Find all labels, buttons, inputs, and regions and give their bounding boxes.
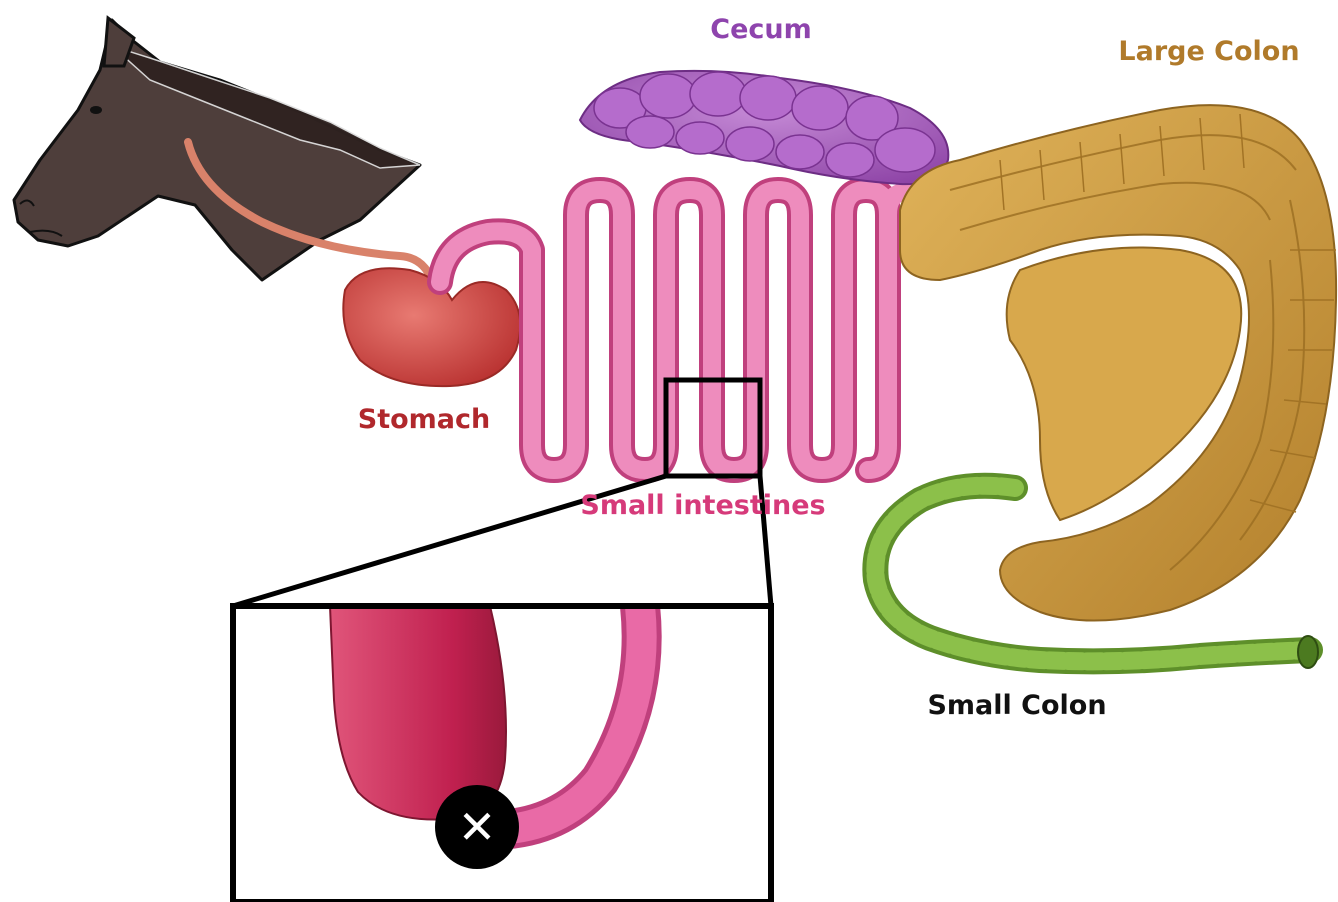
label-small-colon: Small Colon [927,690,1106,721]
horse-head [14,18,420,280]
label-small-intestines: Small intestines [580,490,825,521]
label-large-colon: Large Colon [1118,36,1299,67]
label-stomach: Stomach [358,404,490,435]
horse-eye [90,106,102,114]
obstruction-marker: ✕ [435,785,519,869]
large-colon-organ [900,105,1336,620]
close-icon: ✕ [458,800,497,854]
cecum-organ [580,71,948,184]
label-cecum: Cecum [710,14,812,45]
